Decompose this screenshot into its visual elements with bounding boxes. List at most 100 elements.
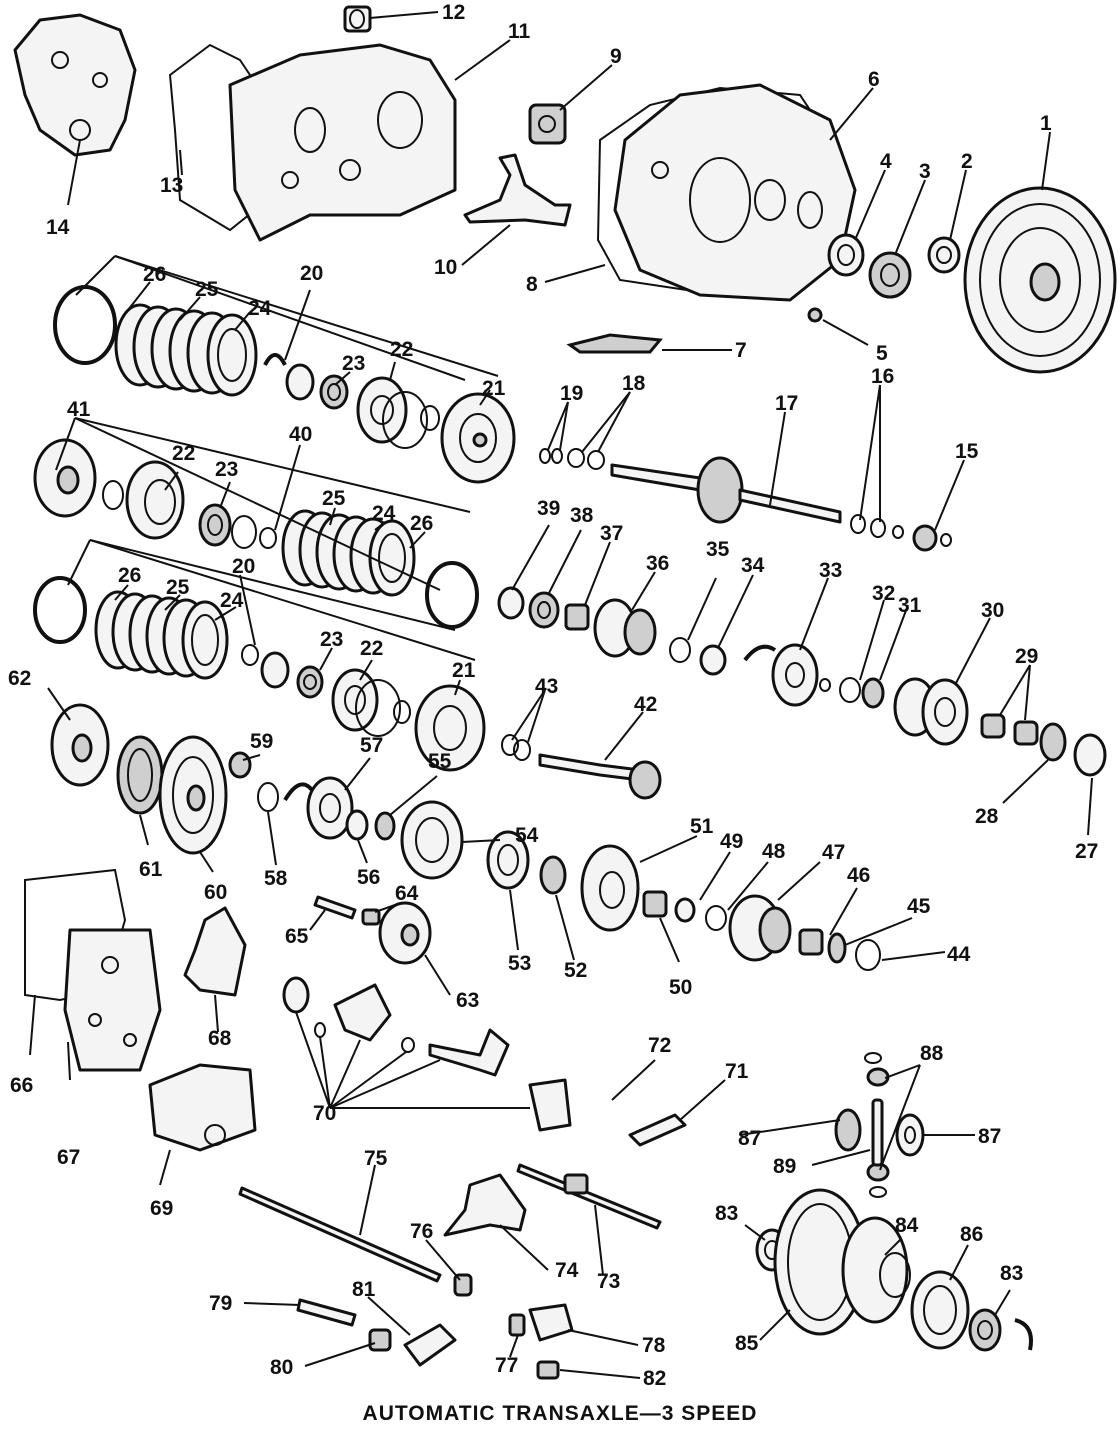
callout-88: 88 <box>920 1042 944 1065</box>
callout-40: 40 <box>289 423 312 446</box>
callout-17: 17 <box>775 392 798 415</box>
callout-24-c: 24 <box>220 589 244 612</box>
callout-84: 84 <box>895 1214 919 1237</box>
callout-39: 39 <box>537 497 560 520</box>
callout-47: 47 <box>822 841 845 864</box>
callout-16: 16 <box>871 365 894 388</box>
callout-41: 41 <box>67 398 91 421</box>
callout-30: 30 <box>981 599 1004 622</box>
callout-37: 37 <box>600 522 623 545</box>
part-23-spring-c <box>296 665 324 699</box>
part-62-gear <box>50 703 110 787</box>
part-54-gear <box>400 800 464 880</box>
part-2-bushing <box>927 236 961 274</box>
callout-20-c: 20 <box>232 555 255 578</box>
callout-23-b: 23 <box>215 458 238 481</box>
callout-21: 21 <box>482 377 506 400</box>
callout-64: 64 <box>395 882 419 905</box>
callout-75: 75 <box>364 1147 388 1170</box>
callout-2: 2 <box>961 150 973 173</box>
part-64-spring <box>361 908 381 926</box>
part-69-pump <box>148 1063 257 1152</box>
callout-83-b: 83 <box>1000 1262 1023 1285</box>
callout-70: 70 <box>313 1102 336 1125</box>
part-7-filter-screen <box>566 333 663 354</box>
part-56-seal <box>345 809 369 841</box>
callout-61: 61 <box>139 858 163 881</box>
callout-25-b: 25 <box>322 487 346 510</box>
callout-46: 46 <box>847 864 870 887</box>
part-26-snap-ring <box>53 285 117 365</box>
part-88-gears <box>864 1052 890 1198</box>
part-52-gear <box>539 855 567 895</box>
part-44-washer <box>855 939 881 971</box>
callout-26-b: 26 <box>410 512 433 535</box>
callout-19: 19 <box>560 382 583 405</box>
callout-25: 25 <box>195 278 219 301</box>
part-21-clutch-housing <box>440 392 516 484</box>
part-49-bushing <box>674 897 696 923</box>
part-32-washer <box>839 677 861 703</box>
part-27-washer <box>1073 733 1107 777</box>
callout-87-b: 87 <box>978 1125 1001 1148</box>
part-42-output-shaft <box>538 753 662 800</box>
part-5-plug <box>807 307 823 323</box>
part-21-clutch-housing-c <box>414 684 486 772</box>
part-22-seals <box>382 391 440 449</box>
callout-49: 49 <box>720 830 743 853</box>
part-39-washer <box>497 586 525 620</box>
callout-32: 32 <box>872 582 895 605</box>
part-74-shift-fork <box>443 1173 527 1237</box>
part-75-rod <box>238 1186 442 1283</box>
part-20-ring-c <box>241 644 290 689</box>
part-80-bushing <box>368 1328 392 1352</box>
part-17-input-shaft <box>610 456 842 524</box>
callout-15: 15 <box>955 440 979 463</box>
part-33-drum <box>743 643 831 707</box>
part-60-gear <box>158 735 228 855</box>
callout-44: 44 <box>947 943 971 966</box>
part-71-lever <box>628 1113 687 1147</box>
callout-80: 80 <box>270 1356 293 1379</box>
part-23-retainer-b <box>231 515 257 549</box>
callout-53: 53 <box>508 952 531 975</box>
part-6-converter-housing <box>613 83 857 302</box>
part-83-bearing-right <box>968 1308 1033 1352</box>
callout-24: 24 <box>248 297 272 320</box>
callout-11: 11 <box>508 20 531 43</box>
callout-87: 87 <box>738 1127 761 1150</box>
part-43-rings <box>501 734 531 761</box>
clutch-plates-row-c <box>94 590 229 680</box>
part-1-torque-converter <box>963 186 1117 374</box>
part-40-ring <box>259 527 277 549</box>
callout-12: 12 <box>442 1 465 24</box>
callout-20: 20 <box>300 262 323 285</box>
part-86-ring <box>910 1270 970 1350</box>
part-58-washer <box>257 782 279 812</box>
callout-5: 5 <box>876 342 888 365</box>
callout-33: 33 <box>819 559 842 582</box>
part-77-spring <box>508 1313 526 1337</box>
clutch-plates-row-a <box>114 303 258 397</box>
part-61-ring-gear <box>116 735 164 815</box>
callout-50: 50 <box>669 976 692 999</box>
callout-69: 69 <box>150 1197 173 1220</box>
callout-31: 31 <box>898 594 922 617</box>
callout-51: 51 <box>690 815 714 838</box>
callout-45: 45 <box>907 895 931 918</box>
callout-54: 54 <box>515 824 539 847</box>
callout-22: 22 <box>390 338 413 361</box>
part-68-bracket <box>183 906 247 997</box>
callout-9: 9 <box>610 45 622 68</box>
part-70-linkage <box>282 976 572 1132</box>
callout-34: 34 <box>741 554 765 577</box>
callout-86: 86 <box>960 1223 983 1246</box>
callout-73: 73 <box>597 1270 620 1293</box>
callout-numbers: 1 2 3 4 5 6 7 8 9 10 11 12 13 14 15 16 1… <box>8 1 1098 1390</box>
callout-42: 42 <box>634 693 657 716</box>
part-26-snap-ring-c <box>33 576 87 644</box>
part-30-planetary <box>893 677 969 746</box>
callout-56: 56 <box>357 866 380 889</box>
callout-1: 1 <box>1040 112 1052 135</box>
callout-55: 55 <box>428 750 452 773</box>
